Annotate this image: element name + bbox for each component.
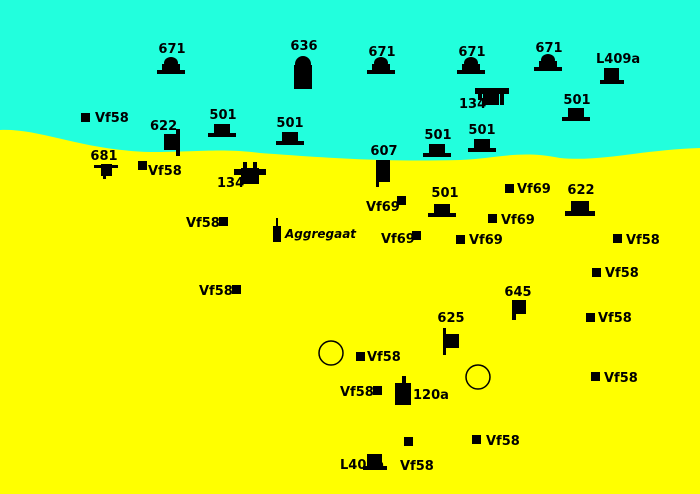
bunker-regelbau-671: 671 bbox=[367, 45, 396, 74]
bunker-vf69: Vf69 bbox=[505, 182, 551, 197]
bunker-regelbau-L409a: L409a bbox=[596, 52, 640, 84]
bunker-regelbau-501: 501 bbox=[428, 186, 459, 217]
bunker-label: 625 bbox=[437, 311, 464, 326]
bunker-label: Vf69 bbox=[366, 200, 400, 215]
bunker-label: Aggregaat bbox=[284, 227, 357, 241]
bunker-regelbau-625: 625 bbox=[437, 311, 465, 355]
bunker-label: L409a bbox=[340, 458, 384, 473]
bunker-regelbau-636: 636 bbox=[290, 39, 318, 89]
bunker-aggregaat: Aggregaat bbox=[273, 218, 357, 242]
bunker-label: 671 bbox=[535, 41, 562, 56]
bunker-vf58: Vf58 bbox=[586, 311, 632, 326]
bunker-label: Vf58 bbox=[199, 284, 233, 299]
circle-marker bbox=[465, 364, 491, 390]
bunker-vf58: Vf58 bbox=[591, 371, 638, 386]
bunker-vf58: Vf58 bbox=[340, 385, 382, 400]
bunker-label: 671 bbox=[368, 45, 395, 60]
bunker-label: 501 bbox=[424, 128, 451, 143]
bunker-label: 622 bbox=[150, 119, 177, 134]
bunker-regelbau-120a: 120a bbox=[395, 376, 449, 405]
bunker-vf58: Vf58 bbox=[613, 233, 660, 248]
bunker-vf58: Vf58 bbox=[400, 437, 434, 474]
bunker-regelbau-501: 501 bbox=[423, 128, 452, 157]
bunker-vf58: Vf58 bbox=[138, 161, 182, 179]
bunker-regelbau-501: 501 bbox=[276, 116, 304, 145]
bunker-label: Vf58 bbox=[626, 233, 660, 248]
bunker-regelbau-645: 645 bbox=[504, 285, 532, 320]
bunker-label: L409a bbox=[596, 52, 640, 67]
bunker-label: 671 bbox=[458, 45, 485, 60]
bunker-label: Vf69 bbox=[501, 213, 535, 228]
bunker-label: 134 bbox=[459, 97, 486, 112]
bunker-vf69: Vf69 bbox=[366, 196, 406, 215]
bunker-label: 681 bbox=[90, 149, 117, 164]
bunker-regelbau-607: 607 bbox=[370, 144, 398, 187]
bunker-vf58: Vf58 bbox=[592, 266, 639, 281]
bunker-label: 501 bbox=[431, 186, 458, 201]
bunker-regelbau-671: 671 bbox=[534, 41, 563, 71]
bunker-label: Vf58 bbox=[604, 371, 638, 386]
bunker-label: 501 bbox=[563, 93, 590, 108]
bunker-regelbau-L409a: L409a bbox=[340, 454, 387, 473]
bunker-label: Vf58 bbox=[95, 111, 129, 126]
bunker-vf58: Vf58 bbox=[81, 111, 129, 126]
circle-marker bbox=[318, 340, 344, 366]
bunker-label: 134 bbox=[217, 176, 244, 191]
bunker-regelbau-134: 134 bbox=[217, 162, 266, 191]
bunker-label: Vf58 bbox=[148, 164, 182, 179]
bunker-vf58: Vf58 bbox=[186, 216, 228, 231]
bunker-label: 636 bbox=[290, 39, 317, 54]
bunker-label: 622 bbox=[567, 183, 594, 198]
bunker-label: Vf69 bbox=[517, 182, 551, 197]
bunker-vf69: Vf69 bbox=[381, 231, 421, 247]
bunker-regelbau-671: 671 bbox=[457, 45, 486, 74]
bunker-label: 501 bbox=[276, 116, 303, 131]
bunker-regelbau-501: 501 bbox=[208, 108, 237, 137]
bunker-label: Vf58 bbox=[598, 311, 632, 326]
bunker-label: Vf58 bbox=[186, 216, 220, 231]
bunker-label: Vf58 bbox=[400, 459, 434, 474]
bunker-regelbau-681: 681 bbox=[90, 149, 118, 179]
bunker-label: Vf58 bbox=[605, 266, 639, 281]
bunker-vf58: Vf58 bbox=[356, 350, 401, 365]
land-area bbox=[0, 129, 700, 494]
bunker-regelbau-134: 134 bbox=[459, 88, 509, 112]
bunker-label: 501 bbox=[468, 123, 495, 138]
bunker-label: 671 bbox=[158, 42, 185, 57]
bunker-regelbau-622: 622 bbox=[150, 119, 180, 156]
bunker-vf69: Vf69 bbox=[488, 213, 535, 228]
bunker-label: 645 bbox=[504, 285, 531, 300]
bunker-label: Vf58 bbox=[340, 385, 374, 400]
bunker-label: 501 bbox=[209, 108, 236, 123]
bunker-vf58: Vf58 bbox=[472, 434, 520, 449]
bunker-regelbau-622: 622 bbox=[565, 183, 595, 216]
bunker-label: Vf69 bbox=[469, 233, 503, 248]
bunker-regelbau-501: 501 bbox=[468, 123, 496, 152]
bunker-label: 607 bbox=[370, 144, 397, 159]
bunker-label: 120a bbox=[413, 388, 449, 403]
bunker-label: Vf58 bbox=[367, 350, 401, 365]
bunker-label: Vf69 bbox=[381, 232, 415, 247]
bunker-regelbau-671: 671 bbox=[157, 42, 186, 74]
bunker-vf58: Vf58 bbox=[199, 284, 241, 299]
bunker-label: Vf58 bbox=[486, 434, 520, 449]
bunker-regelbau-501: 501 bbox=[562, 93, 591, 121]
bunker-vf69: Vf69 bbox=[456, 233, 503, 248]
